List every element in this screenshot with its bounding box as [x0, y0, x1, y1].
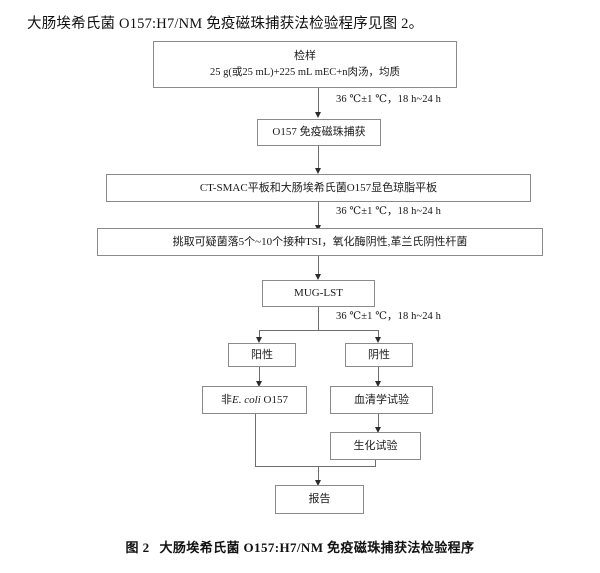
- node-mug-lst: MUG-LST: [262, 280, 375, 307]
- node-imb-capture-label: O157 免疫磁珠捕获: [272, 126, 366, 139]
- arrow-to-positive: [256, 337, 262, 343]
- node-plates-label: CT-SMAC平板和大肠埃希氏菌O157显色琼脂平板: [199, 181, 438, 194]
- node-plates: CT-SMAC平板和大肠埃希氏菌O157显色琼脂平板: [106, 174, 531, 202]
- node-sample-title: 检样: [294, 50, 316, 63]
- arrow-merge-to-report: [315, 480, 321, 486]
- arrow-positive-to-nonecoli: [256, 381, 262, 387]
- intro-paragraph: 大肠埃希氏菌 O157:H7/NM 免疫磁珠捕获法检验程序见图 2。: [27, 16, 424, 32]
- node-mug-lst-label: MUG-LST: [294, 287, 343, 300]
- connector-sample-to-capture: [318, 88, 319, 114]
- arrow-colony-to-muglst: [315, 274, 321, 280]
- arrow-serology-to-biochemical: [375, 427, 381, 433]
- connector-split-left: [259, 330, 260, 340]
- connector-merge-horizontal: [255, 466, 376, 467]
- node-positive: 阳性: [228, 343, 296, 367]
- connector-muglst-down: [318, 307, 319, 330]
- node-serology: 血清学试验: [330, 386, 433, 414]
- node-report-label: 报告: [308, 493, 331, 506]
- node-sample-detail: 25 g(或25 mL)+225 mL mEC+n肉汤，均质: [210, 66, 400, 78]
- figure-caption: 图 2 大肠埃希氏菌 O157:H7/NM 免疫磁珠捕获法检验程序: [0, 537, 600, 556]
- note-incubation-1: 36 ℃±1 ℃，18 h~24 h: [336, 94, 441, 105]
- non-ecoli-prefix: 非: [221, 393, 233, 406]
- node-biochemical-label: 生化试验: [353, 439, 398, 452]
- figure-caption-title: 大肠埃希氏菌 O157:H7/NM 免疫磁珠捕获法检验程序: [159, 540, 475, 555]
- connector-colony-to-muglst: [318, 256, 319, 276]
- node-positive-label: 阳性: [251, 348, 273, 361]
- connector-split-right: [378, 330, 379, 340]
- connector-nonecoli-down: [255, 414, 256, 466]
- connector-capture-to-plates: [318, 146, 319, 170]
- node-report: 报告: [275, 485, 364, 514]
- node-non-ecoli: 非E. coli O157: [202, 386, 307, 414]
- node-negative: 阴性: [345, 343, 413, 367]
- node-sample: 检样 25 g(或25 mL)+225 mL mEC+n肉汤，均质: [153, 41, 457, 88]
- connector-merge-to-report: [318, 466, 319, 482]
- node-imb-capture: O157 免疫磁珠捕获: [257, 119, 381, 146]
- connector-plates-to-colony: [318, 202, 319, 227]
- non-ecoli-species: E. coli: [232, 393, 261, 406]
- connector-split-horizontal: [259, 330, 378, 331]
- arrow-negative-to-serology: [375, 381, 381, 387]
- connector-negative-to-serology: [378, 367, 379, 383]
- node-non-ecoli-label: 非E. coli O157: [221, 392, 288, 409]
- connector-biochemical-down: [375, 460, 376, 466]
- node-colony-pick-label: 挑取可疑菌落5个~10个接种TSI，氧化酶阴性,革兰氏阴性杆菌: [172, 235, 468, 248]
- arrow-sample-to-capture: [315, 112, 321, 118]
- connector-positive-to-nonecoli: [259, 367, 260, 383]
- non-ecoli-suffix: O157: [260, 393, 288, 406]
- arrow-to-negative: [375, 337, 381, 343]
- connector-serology-to-biochemical: [378, 414, 379, 429]
- node-biochemical: 生化试验: [330, 432, 421, 460]
- node-serology-label: 血清学试验: [354, 393, 409, 406]
- note-incubation-3: 36 ℃±1 ℃，18 h~24 h: [336, 311, 441, 322]
- note-incubation-2: 36 ℃±1 ℃，18 h~24 h: [336, 206, 441, 217]
- arrow-capture-to-plates: [315, 168, 321, 174]
- node-negative-label: 阴性: [368, 348, 390, 361]
- figure-caption-number: 图 2: [125, 540, 150, 555]
- node-colony-pick: 挑取可疑菌落5个~10个接种TSI，氧化酶阴性,革兰氏阴性杆菌: [97, 228, 543, 256]
